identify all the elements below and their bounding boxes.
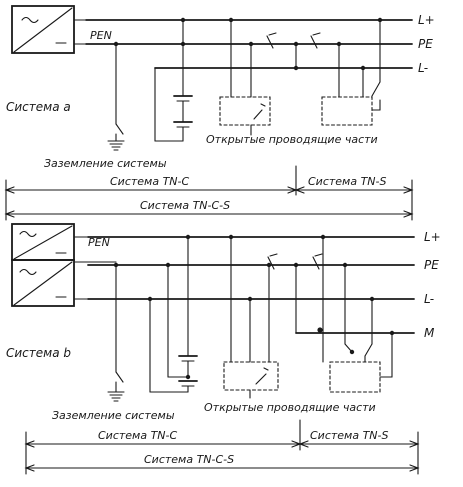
switch-icon: [312, 253, 323, 270]
converter-icon: [11, 5, 75, 54]
span-tn-s-a: Система TN-S: [294, 175, 414, 194]
switch-icon: [115, 371, 124, 383]
label-pe-a: PE: [418, 37, 433, 51]
svg-text:Система TN-C-S: Система TN-C-S: [140, 199, 230, 212]
ground-icon: [107, 391, 125, 402]
label-l-minus-b: L-: [424, 292, 434, 306]
span-tn-c-a: Система TN-C: [4, 175, 298, 194]
label-l-plus-b: L+: [424, 230, 441, 244]
exposed-part-1-b: [223, 361, 279, 391]
label-pen-b: PEN: [88, 236, 110, 249]
label-pen-a: PEN: [90, 29, 112, 42]
span-tn-c-s-a: Система TN-C-S: [4, 199, 414, 218]
system-a: L+ PE L- PEN: [4, 5, 435, 221]
exposed-parts-label-a: Открытые проводящие части: [206, 133, 378, 146]
switch-icon: [344, 343, 373, 357]
system-b-label: Система b: [6, 346, 71, 360]
ground-icon: [107, 140, 125, 151]
switch-icon: [267, 253, 278, 270]
span-tn-s-b: Система TN-S: [298, 429, 420, 448]
exposed-parts-label-b: Открытые проводящие части: [204, 401, 376, 414]
grounding-label-a: Заземление системы: [44, 157, 167, 170]
svg-text:Система TN-C-S: Система TN-C-S: [144, 453, 234, 466]
capacitor-icon: [178, 380, 198, 387]
converter-icon: [11, 223, 75, 261]
label-m-b: M: [424, 326, 435, 340]
svg-text:Система TN-S: Система TN-S: [310, 429, 389, 442]
exposed-part-1-a: [219, 96, 271, 126]
grounding-label-b: Заземление системы: [52, 409, 175, 422]
span-tn-c-s-b: Система TN-C-S: [24, 453, 420, 472]
span-tn-c-b: Система TN-C: [24, 429, 302, 448]
label-l-minus-a: L-: [418, 61, 428, 75]
label-pe-b: PE: [424, 258, 439, 272]
switch-icon: [310, 32, 321, 49]
capacitor-icon: [173, 95, 193, 102]
switch-icon: [266, 32, 277, 49]
capacitor-icon: [178, 355, 198, 362]
converter-icon: [11, 259, 75, 307]
exposed-part-2-a: [321, 96, 373, 126]
system-b: L+ PE L- M PEN: [6, 223, 441, 475]
system-a-label: Система а: [6, 100, 71, 114]
switch-icon: [115, 123, 124, 135]
svg-text:Система TN-S: Система TN-S: [308, 175, 387, 188]
svg-text:Система TN-C: Система TN-C: [98, 429, 178, 442]
svg-text:Система TN-C: Система TN-C: [110, 175, 190, 188]
capacitor-icon: [173, 121, 193, 128]
switch-icon: [371, 81, 381, 97]
label-l-plus-a: L+: [418, 13, 435, 27]
exposed-part-2-b: [329, 361, 381, 393]
